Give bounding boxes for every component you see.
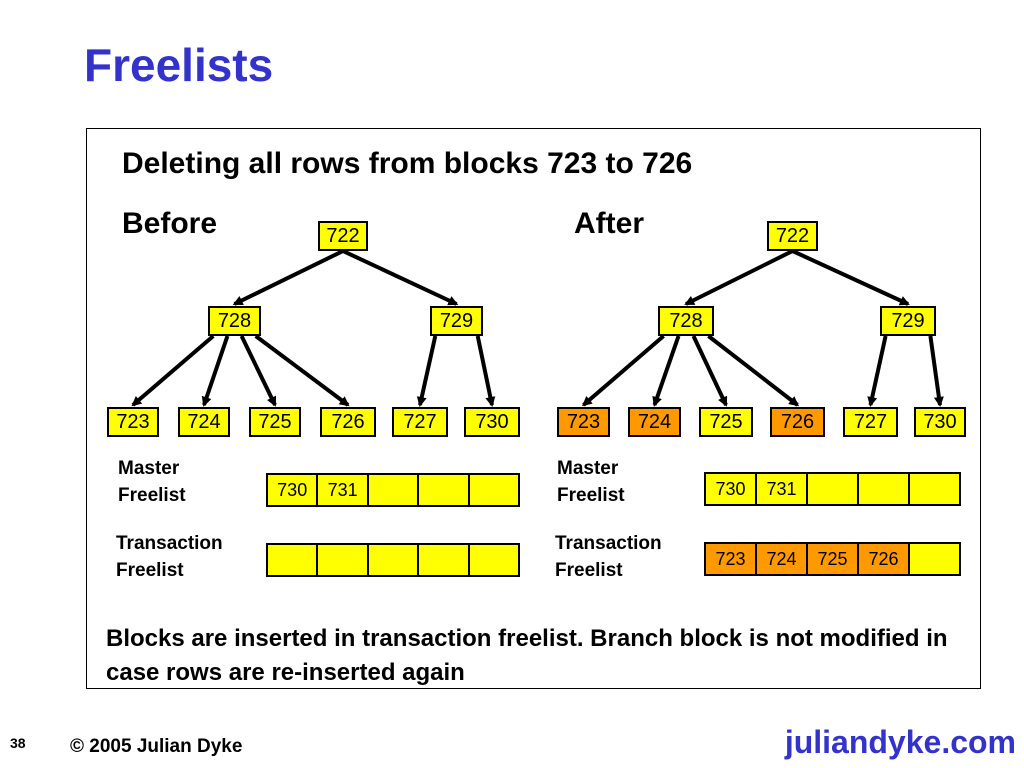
before-branch-block: 728 <box>208 306 261 336</box>
after-branch-edge <box>581 334 665 407</box>
after-leaf-block: 727 <box>843 407 898 437</box>
before-transaction-freelist <box>266 543 520 577</box>
after-master-cell <box>910 474 959 504</box>
before-transaction-cell <box>419 545 470 575</box>
after-transaction-cell: 725 <box>808 544 859 574</box>
before-transaction-cell <box>318 545 369 575</box>
after-transaction-freelist-label: Transaction Freelist <box>555 533 662 581</box>
before-master-cell <box>368 475 420 505</box>
after-leaf-block: 724 <box>628 407 681 437</box>
before-master-cell: 731 <box>318 475 369 505</box>
before-transaction-cell <box>469 545 519 575</box>
before-leaf-block: 726 <box>320 407 376 437</box>
before-root-edge <box>342 249 459 306</box>
before-master-freelist-label: Master Freelist <box>118 458 186 506</box>
before-master-cell <box>469 475 519 505</box>
before-transaction-freelist-label: Transaction Freelist <box>116 533 223 581</box>
after-master-freelist-label: Master Freelist <box>557 458 625 506</box>
before-leaf-block: 725 <box>249 407 301 437</box>
after-master-cell <box>859 474 910 504</box>
before-master-cell: 730 <box>268 475 319 505</box>
diagram-heading: Deleting all rows from blocks 723 to 726 <box>122 147 693 180</box>
after-leaf-block: 725 <box>699 407 753 437</box>
after-branch-edge <box>652 335 681 407</box>
slide-title: Freelists <box>84 39 274 91</box>
site-link[interactable]: juliandyke.com <box>784 724 1016 760</box>
diagram-frame <box>86 128 981 689</box>
after-root-edge <box>684 249 794 306</box>
after-leaf-block: 730 <box>914 407 966 437</box>
before-master-cell <box>419 475 470 505</box>
before-branch-block: 729 <box>430 306 483 336</box>
before-leaf-block: 727 <box>392 407 448 437</box>
before-branch-edge <box>416 335 438 407</box>
after-branch-edge <box>867 335 888 407</box>
after-leaf-block: 723 <box>557 407 610 437</box>
before-root-block: 722 <box>318 221 368 251</box>
after-branch-edge <box>928 335 944 407</box>
after-transaction-cell <box>910 544 959 574</box>
before-branch-edge <box>239 335 277 407</box>
before-label: Before <box>122 207 218 240</box>
before-branch-edge <box>254 334 350 407</box>
copyright-text: © 2005 Julian Dyke <box>70 736 243 757</box>
caption-text: Blocks are inserted in transaction freel… <box>106 625 948 686</box>
after-master-cell: 730 <box>706 474 757 504</box>
before-branch-edge <box>475 335 496 407</box>
after-master-cell: 731 <box>757 474 808 504</box>
before-leaf-block: 724 <box>178 407 230 437</box>
after-branch-block: 729 <box>880 306 936 336</box>
before-branch-edge <box>201 335 230 407</box>
before-branch-edge <box>131 334 215 407</box>
before-root-edge <box>232 249 344 306</box>
before-leaf-block: 723 <box>107 407 159 437</box>
after-leaf-block: 726 <box>770 407 825 437</box>
before-transaction-cell <box>268 545 319 575</box>
after-root-edge <box>791 249 910 306</box>
page-number: 38 <box>10 735 26 751</box>
after-root-block: 722 <box>767 221 818 251</box>
after-branch-edge <box>691 335 728 407</box>
after-master-cell <box>808 474 859 504</box>
after-branch-block: 728 <box>658 306 714 336</box>
after-transaction-cell: 726 <box>859 544 910 574</box>
after-label: After <box>574 207 645 240</box>
before-transaction-cell <box>368 545 420 575</box>
after-branch-edge <box>707 334 800 407</box>
after-transaction-cell: 723 <box>706 544 757 574</box>
after-transaction-cell: 724 <box>757 544 808 574</box>
before-leaf-block: 730 <box>464 407 520 437</box>
